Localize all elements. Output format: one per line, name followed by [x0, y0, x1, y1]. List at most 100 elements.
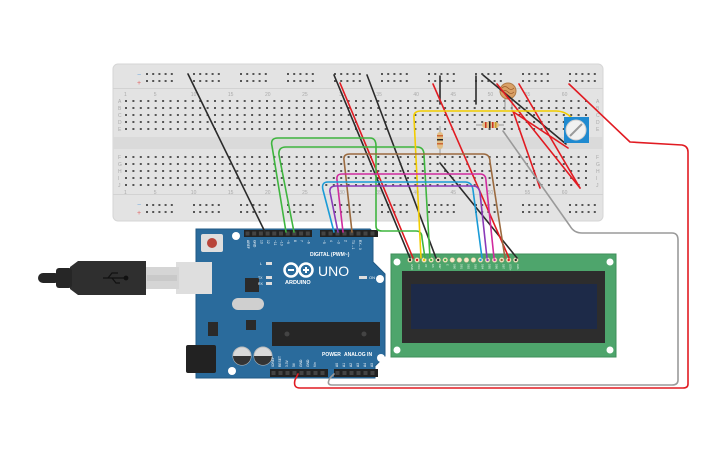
lcd-pin[interactable] [456, 257, 463, 263]
resistor-vertical[interactable] [437, 126, 443, 156]
lcd-pin-label: DB1 [459, 264, 463, 270]
analog-header[interactable] [334, 369, 378, 377]
wire-yellow[interactable] [413, 110, 573, 259]
row-letter: E [596, 127, 600, 133]
digital-pin-label: 7 [300, 240, 304, 242]
digital-pin-label: 2 [344, 240, 348, 242]
lcd-screen [411, 284, 597, 329]
power-pin-label: RESET [278, 356, 282, 367]
digital-header-left[interactable] [244, 230, 312, 237]
resistor-horizontal[interactable] [476, 122, 504, 128]
led-l-label: L [260, 262, 262, 266]
usb-port [176, 262, 212, 294]
rail-minus-bottom: − [137, 202, 141, 209]
row-letter: J [596, 183, 599, 189]
column-number: 20 [265, 92, 271, 98]
wire-green[interactable] [278, 146, 431, 259]
column-number: 40 [413, 190, 419, 196]
row-letter: G [596, 162, 600, 168]
digital-pin-label: 8 [293, 240, 297, 242]
wire-red[interactable] [512, 110, 541, 189]
mount-hole [228, 367, 236, 375]
reset-button[interactable] [207, 238, 217, 248]
analog-pin-label: A2 [349, 363, 353, 367]
row-letter: G [118, 162, 122, 168]
digital-pin-label: ~11 [273, 240, 277, 246]
column-number: 40 [413, 92, 419, 98]
column-number: 60 [562, 92, 568, 98]
column-number: 50 [488, 92, 494, 98]
analog-in-label: ANALOG IN [344, 352, 372, 358]
power-pin-label: 5V [292, 362, 296, 367]
wire-purple[interactable] [329, 185, 488, 259]
digital-label: DIGITAL (PWM~) [310, 252, 350, 258]
digital-header-right[interactable] [320, 230, 378, 237]
wire-red[interactable] [511, 110, 569, 149]
wire-red[interactable] [496, 83, 581, 189]
row-letter: C [596, 113, 600, 119]
analog-pin-label: A4 [363, 363, 367, 367]
wire-black[interactable] [482, 74, 567, 145]
analog-pin-label: A5 [370, 363, 374, 367]
wire-black[interactable] [439, 162, 518, 259]
row-letter: H [118, 169, 122, 175]
digital-pin-label: ~5 [322, 240, 326, 244]
wire-red[interactable] [293, 83, 689, 389]
row-letter: F [596, 155, 599, 161]
power-pin-label: GND [306, 359, 310, 367]
lcd-pin-label: RW [438, 264, 442, 269]
lcd-pin-label: RS [431, 264, 435, 268]
column-number: 15 [228, 92, 234, 98]
wire-black[interactable] [187, 73, 266, 233]
column-number: 50 [488, 190, 494, 196]
lcd-pin-label: DB5 [488, 264, 492, 270]
digital-pin-label: AREF [246, 240, 250, 249]
row-letter: D [596, 120, 600, 126]
arduino-uno[interactable]: UNO ARDUINO DIGITAL (PWM~) POWER ANALOG … [176, 228, 386, 379]
analog-pin-label: A3 [356, 363, 360, 367]
row-letter: A [118, 99, 122, 105]
led-tx-label: TX [258, 276, 263, 280]
row-letter: B [118, 106, 122, 112]
arduino-logo-icon [283, 262, 314, 278]
wire-black[interactable] [366, 74, 437, 259]
wire-gray[interactable] [327, 130, 679, 386]
lcd-pin-label: E [445, 264, 449, 266]
wire-magenta[interactable] [336, 173, 495, 259]
column-number: 10 [191, 92, 197, 98]
wire-red[interactable] [432, 83, 510, 259]
power-header[interactable] [270, 369, 328, 377]
wire-brown[interactable] [343, 153, 506, 259]
usb-cable[interactable] [38, 261, 179, 295]
arduino-label: ARDUINO [285, 280, 311, 286]
column-number: 55 [525, 92, 531, 98]
mount-hole [232, 232, 240, 240]
digital-pin-label: ~9 [286, 240, 290, 244]
lcd-pin[interactable] [463, 257, 470, 263]
crystal [232, 298, 264, 310]
on-label: ON [369, 275, 375, 280]
column-number: 30 [339, 190, 345, 196]
mount-hole [377, 354, 385, 362]
digital-pin-label: RX←0 [358, 240, 362, 250]
wire-black[interactable] [333, 74, 411, 259]
lcd-pin[interactable] [470, 257, 477, 263]
digital-pin-label: ~3 [336, 240, 340, 244]
column-number: 35 [376, 190, 382, 196]
lcd-pin[interactable] [449, 257, 455, 263]
power-label: POWER [322, 352, 341, 358]
power-pin-label: 3.3V [285, 359, 289, 367]
column-number: 35 [376, 92, 382, 98]
led-rx [266, 282, 272, 285]
column-number: 45 [451, 92, 457, 98]
lcd-pin-label: LED+ [509, 264, 513, 271]
potentiometer[interactable] [564, 117, 589, 143]
power-pin-label: IOREF [271, 357, 275, 367]
voltage-regulator [208, 322, 218, 336]
uno-label: UNO [318, 263, 349, 279]
row-letter: H [596, 169, 600, 175]
